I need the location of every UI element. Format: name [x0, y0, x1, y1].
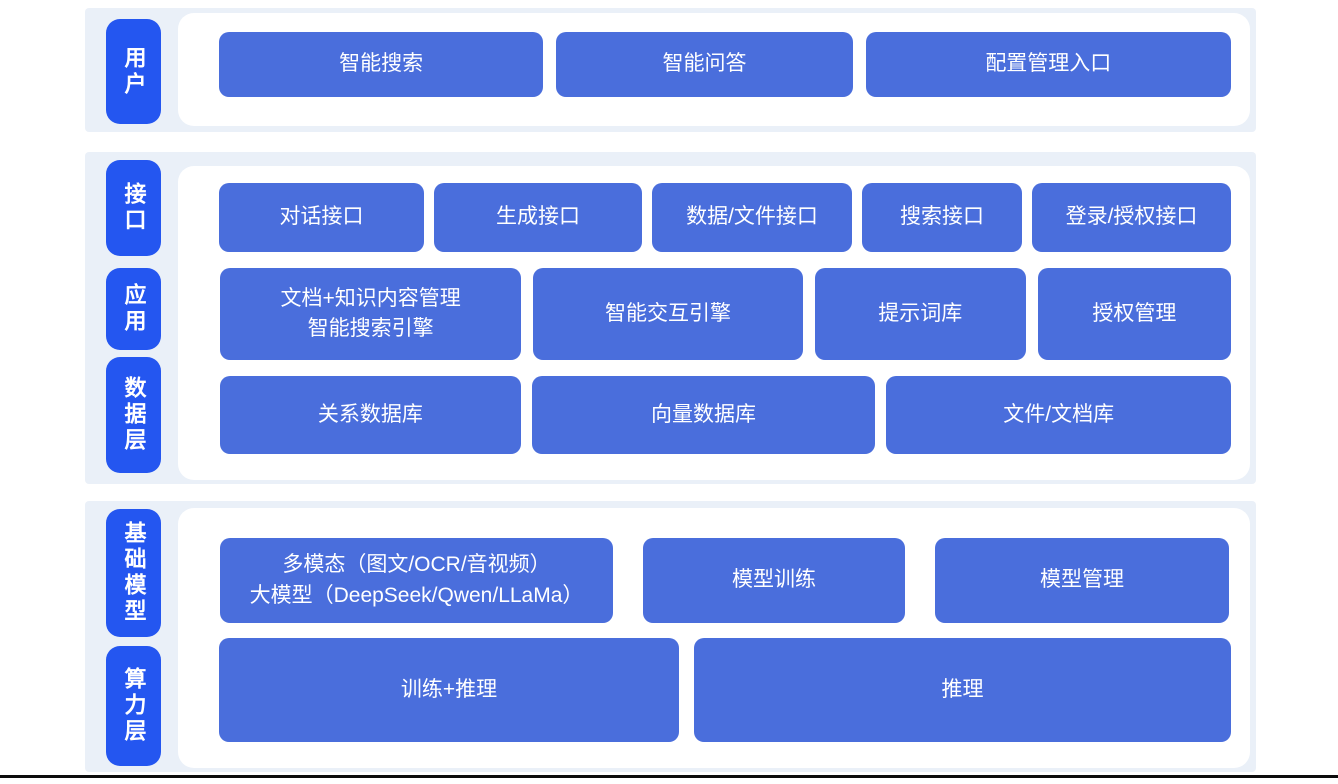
- row-compute: 训练+推理 推理: [219, 638, 1231, 742]
- bottom-divider: [0, 775, 1338, 778]
- panel-interface-application-data: 对话接口 生成接口 数据/文件接口 搜索接口 登录/授权接口 文档+知识内容管理…: [178, 166, 1250, 480]
- node-prompt-library: 提示词库: [814, 268, 1026, 360]
- node-multimodal-llm: 多模态（图文/OCR/音视频） 大模型（DeepSeek/Qwen/LLaMa）: [220, 538, 613, 623]
- layer-label-interface-text: 接口: [121, 182, 147, 234]
- node-smart-interaction-engine: 智能交互引擎: [533, 268, 803, 360]
- layer-label-compute-text: 算力层: [121, 667, 147, 745]
- layer-label-user: 用户: [106, 19, 161, 124]
- node-login-auth-api: 登录/授权接口: [1032, 183, 1231, 252]
- panel-user-layer: 智能搜索 智能问答 配置管理入口: [178, 13, 1250, 126]
- node-file-doc-store: 文件/文档库: [886, 376, 1232, 454]
- node-search-api: 搜索接口: [862, 183, 1022, 252]
- node-generation-api: 生成接口: [434, 183, 642, 252]
- layer-label-interface: 接口: [106, 160, 161, 256]
- node-vector-db: 向量数据库: [531, 376, 876, 454]
- layer-label-data: 数据层: [106, 357, 161, 473]
- layer-label-foundation-model: 基础模型: [106, 509, 161, 637]
- layer-label-foundation-model-text: 基础模型: [121, 521, 147, 625]
- node-dialog-api: 对话接口: [219, 183, 424, 252]
- layer-label-compute: 算力层: [106, 646, 161, 766]
- row-data-stores: 关系数据库 向量数据库 文件/文档库: [220, 376, 1232, 454]
- node-model-training: 模型训练: [643, 538, 905, 623]
- node-doc-knowledge-search-engine: 文档+知识内容管理 智能搜索引擎: [220, 268, 522, 360]
- node-data-file-api: 数据/文件接口: [652, 183, 852, 252]
- node-auth-management: 授权管理: [1037, 268, 1232, 360]
- row-user-entries: 智能搜索 智能问答 配置管理入口: [219, 32, 1231, 97]
- row-models: 多模态（图文/OCR/音视频） 大模型（DeepSeek/Qwen/LLaMa）…: [220, 538, 1229, 623]
- node-relational-db: 关系数据库: [220, 376, 521, 454]
- panel-foundation-compute: 多模态（图文/OCR/音视频） 大模型（DeepSeek/Qwen/LLaMa）…: [178, 508, 1250, 768]
- node-config-management-entry: 配置管理入口: [865, 32, 1231, 97]
- band-interface-application-data: 接口 应用 数据层 对话接口 生成接口 数据/文件接口 搜索接口 登录/授权接口…: [85, 152, 1256, 484]
- layer-label-user-text: 用户: [121, 45, 147, 98]
- node-inference: 推理: [694, 638, 1231, 742]
- node-model-management: 模型管理: [935, 538, 1229, 623]
- node-smart-qa: 智能问答: [556, 32, 853, 97]
- layer-label-application: 应用: [106, 268, 161, 350]
- band-user-layer: 用户 智能搜索 智能问答 配置管理入口: [85, 8, 1256, 132]
- node-training-inference: 训练+推理: [219, 638, 679, 742]
- row-applications: 文档+知识内容管理 智能搜索引擎 智能交互引擎 提示词库 授权管理: [220, 268, 1232, 360]
- row-interfaces: 对话接口 生成接口 数据/文件接口 搜索接口 登录/授权接口: [219, 183, 1231, 252]
- layer-label-application-text: 应用: [121, 283, 147, 335]
- layer-label-data-text: 数据层: [121, 376, 147, 454]
- band-foundation-compute: 基础模型 算力层 多模态（图文/OCR/音视频） 大模型（DeepSeek/Qw…: [85, 501, 1256, 772]
- node-smart-search: 智能搜索: [219, 32, 544, 97]
